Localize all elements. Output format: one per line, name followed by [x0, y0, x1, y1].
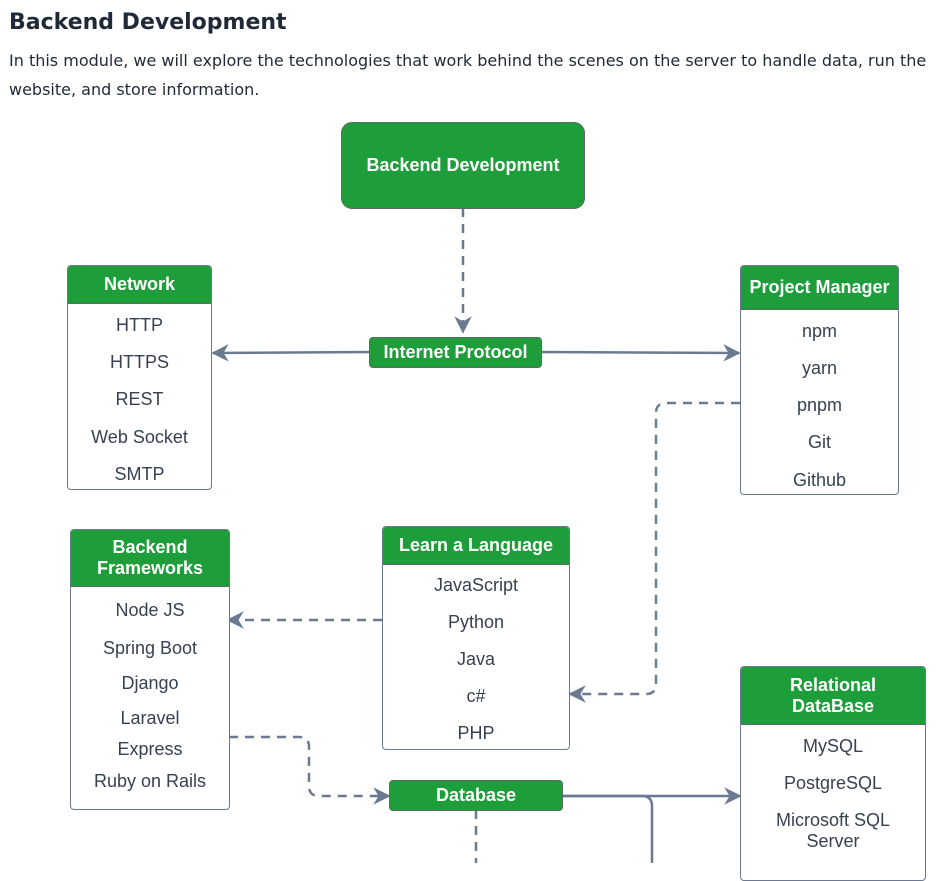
connector-protocol-to-pm	[540, 344, 741, 362]
database-label: Database	[435, 785, 517, 805]
project-manager-item: Git	[807, 432, 831, 452]
project-manager-card-title: Project Manager	[749, 277, 890, 297]
page-title: Backend Development	[9, 10, 287, 35]
backend-frameworks-card-title: Backend Frameworks	[96, 537, 204, 578]
project-manager-card[interactable]: Project Manager npm yarn pnpm Git Github	[740, 265, 899, 495]
network-item: SMTP	[114, 464, 165, 484]
learn-language-item: PHP	[457, 723, 495, 743]
relational-database-card[interactable]: Relational DataBase MySQL PostgreSQL Mic…	[740, 666, 926, 881]
connector-pm-to-language	[568, 401, 740, 703]
network-card-title: Network	[103, 274, 175, 294]
backend-frameworks-card-header: Backend Frameworks	[71, 530, 229, 587]
learn-language-item: JavaScript	[433, 575, 519, 595]
relational-database-card-title: Relational DataBase	[789, 674, 877, 716]
internet-protocol-node[interactable]: Internet Protocol	[369, 337, 542, 368]
project-manager-item: yarn	[801, 358, 837, 378]
backend-frameworks-item: Django	[121, 673, 179, 693]
network-item: HTTP	[116, 315, 163, 335]
network-card-header: Network	[68, 266, 211, 304]
project-manager-item: npm	[801, 321, 837, 341]
diagram-connectors	[211, 208, 742, 863]
backend-frameworks-card[interactable]: Backend Frameworks Node JS Spring Boot D…	[70, 529, 230, 810]
connector-frameworks-to-database	[229, 735, 391, 805]
learn-language-card-title: Learn a Language	[398, 535, 554, 555]
learn-language-card-header: Learn a Language	[383, 527, 569, 565]
learn-language-item: c#	[466, 686, 486, 706]
learn-language-card[interactable]: Learn a Language JavaScript Python Java …	[382, 526, 570, 750]
network-item: HTTPS	[109, 352, 169, 372]
project-manager-card-header: Project Manager	[741, 266, 898, 310]
backend-frameworks-item: Node JS	[115, 600, 185, 620]
relational-database-item: MySQL	[802, 736, 863, 756]
root-node-label: Backend Development	[366, 155, 560, 175]
root-node[interactable]: Backend Development	[341, 122, 585, 209]
connector-database-branch	[562, 794, 654, 863]
backend-frameworks-item: Express	[117, 739, 183, 759]
backend-frameworks-item: Ruby on Rails	[93, 771, 207, 791]
relational-database-card-header: Relational DataBase	[741, 667, 925, 725]
internet-protocol-label: Internet Protocol	[383, 342, 528, 362]
project-manager-item: pnpm	[796, 395, 843, 415]
database-node[interactable]: Database	[389, 780, 563, 811]
network-card[interactable]: Network HTTP HTTPS REST Web Socket SMTP	[67, 265, 212, 490]
learn-language-item: Python	[447, 612, 505, 632]
relational-database-item: Microsoft SQL Server	[775, 810, 891, 851]
relational-database-item: PostgreSQL	[783, 773, 883, 793]
learn-language-item: Java	[456, 649, 496, 669]
backend-frameworks-item: Laravel	[120, 708, 180, 728]
intro-paragraph: In this module, we will explore the tech…	[9, 51, 927, 99]
connector-protocol-to-network	[211, 344, 371, 362]
project-manager-item: Github	[792, 470, 847, 490]
backend-frameworks-item: Spring Boot	[102, 638, 198, 658]
network-item: REST	[115, 389, 164, 409]
network-item: Web Socket	[91, 427, 188, 447]
